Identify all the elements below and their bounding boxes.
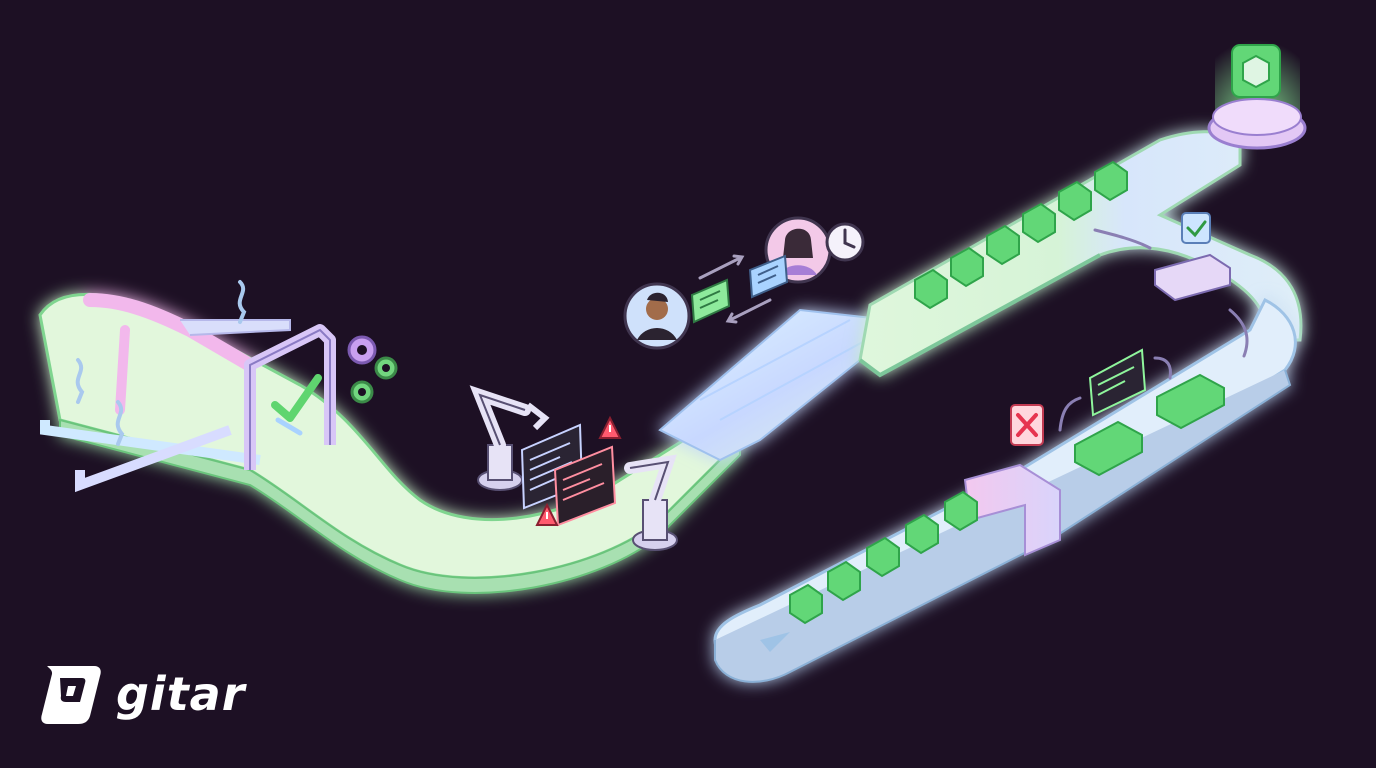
package-cube-row-upper (914, 160, 1128, 310)
package-cube (866, 536, 900, 578)
scanner-gate (963, 463, 1061, 557)
package-cube (1022, 202, 1056, 244)
brand-logo: gitar (38, 660, 245, 728)
package-cube (827, 560, 861, 602)
inflow-arrows (75, 280, 247, 446)
reviewer-avatar (764, 216, 832, 284)
message-card (1074, 373, 1225, 477)
warning-icon (598, 415, 622, 439)
package-cube (1058, 180, 1092, 222)
package-cube-row-lower (789, 490, 978, 625)
warning-icon (535, 502, 559, 526)
brand-name: gitar (116, 667, 246, 721)
inflow-rails (40, 319, 291, 493)
package-cube (905, 513, 939, 555)
code-panel (1088, 348, 1147, 417)
package-cube (944, 490, 978, 532)
message-card (690, 278, 731, 324)
flow-arrows (1058, 228, 1249, 432)
robot-arm (469, 385, 550, 491)
developer-avatar (623, 282, 691, 350)
reject-x-icon (1010, 404, 1044, 446)
gitar-logo (41, 666, 101, 724)
code-panel (553, 445, 617, 527)
package-cube (950, 246, 984, 288)
exchange-arrows (698, 254, 772, 324)
message-card (748, 254, 789, 299)
robot-arm (624, 454, 678, 551)
package-cube (789, 583, 823, 625)
package-cube (986, 224, 1020, 266)
package-cube (914, 268, 948, 310)
gear-icon (347, 335, 398, 404)
package-cube (1094, 160, 1128, 202)
clock-icon (825, 222, 865, 262)
shipping-platform (1207, 20, 1307, 150)
gate-check-icon (244, 324, 336, 470)
scanner-check-icon (1154, 212, 1231, 302)
